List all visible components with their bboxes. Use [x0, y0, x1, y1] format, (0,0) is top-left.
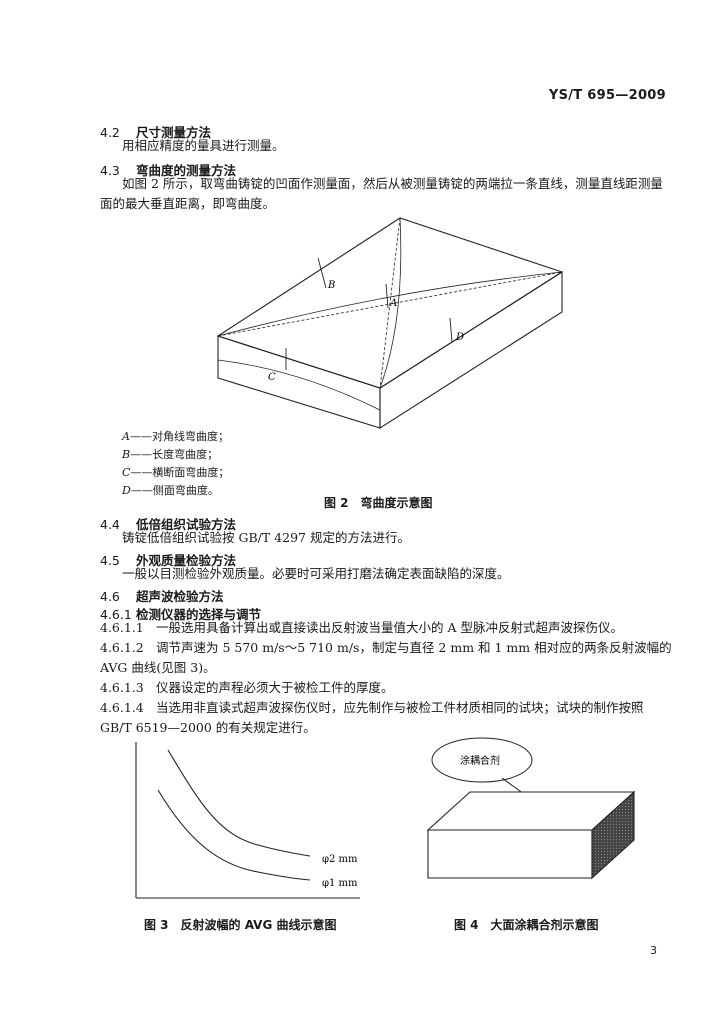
figure-2-ingot-diagram: B A D C: [216, 217, 564, 430]
block-front-face: [427, 829, 593, 879]
callout-text: 涂耦合剂: [460, 754, 500, 767]
section-title: 检测仪器的选择与调节: [136, 607, 262, 622]
label-d: D: [455, 332, 464, 343]
legend-item-d: D——侧面弯曲度。: [122, 484, 219, 497]
section-number: 4.3: [100, 163, 120, 178]
section-number: 4.6.1.4: [100, 700, 144, 715]
legend-item-c: C——横断面弯曲度；: [122, 466, 230, 479]
section-title: 弯曲度的测量方法: [136, 163, 237, 178]
section-4-6-1-heading: 4.6.1 检测仪器的选择与调节: [100, 604, 261, 623]
legend-item-a: A——对角线弯曲度；: [122, 430, 229, 443]
legend-item-b: B——长度弯曲度；: [122, 448, 219, 461]
section-4-3-body-line2: 面的最大垂直距离，即弯曲度。: [100, 196, 276, 211]
figure-3-avg-chart: φ2 mm φ1 mm: [135, 742, 360, 899]
figure-2-caption: 图 2 弯曲度示意图: [324, 496, 433, 510]
section-number: 4.6.1: [100, 607, 132, 622]
figure-4-caption: 图 4 大面涂耦合剂示意图: [454, 918, 599, 932]
label-b-top: B: [327, 280, 335, 291]
section-title: 低倍组织试验方法: [136, 517, 237, 532]
series-label-phi1: φ1 mm: [322, 878, 358, 889]
section-4-6-1-2-line2: AVG 曲线(见图 3)。: [100, 660, 216, 675]
section-number: 4.6: [100, 589, 120, 604]
curve-phi2: [167, 749, 311, 857]
curve-phi1: [157, 789, 311, 881]
section-4-4-body: 铸锭低倍组织试验按 GB/T 4297 规定的方法进行。: [122, 530, 410, 545]
label-a: A: [389, 298, 397, 309]
section-4-2-heading: 4.2 尺寸测量方法: [100, 122, 211, 141]
section-4-4-heading: 4.4 低倍组织试验方法: [100, 514, 236, 533]
standard-code: YS/T 695—2009: [548, 88, 666, 103]
section-title: 尺寸测量方法: [136, 125, 212, 140]
block-side-face: [591, 790, 635, 880]
section-number: 4.6.1.1: [100, 620, 144, 635]
section-number: 4.6.1.2: [100, 640, 144, 655]
section-title: 超声波检验方法: [136, 589, 224, 604]
section-4-5-body: 一般以目测检验外观质量。必要时可采用打磨法确定表面缺陷的深度。: [122, 566, 510, 581]
section-4-3-heading: 4.3 弯曲度的测量方法: [100, 160, 236, 179]
section-4-6-heading: 4.6 超声波检验方法: [100, 586, 224, 605]
section-4-3-body-line1: 如图 2 所示，取弯曲铸锭的凹面作测量面，然后从被测量铸锭的两端拉一条直线，测量…: [122, 176, 663, 191]
section-4-5-heading: 4.5 外观质量检验方法: [100, 550, 236, 569]
section-4-6-1-4-line2: GB/T 6519—2000 的有关规定进行。: [100, 720, 316, 735]
label-c: C: [268, 372, 276, 383]
section-number: 4.4: [100, 517, 120, 532]
section-number: 4.2: [100, 125, 120, 140]
section-4-2-body: 用相应精度的量具进行测量。: [122, 138, 285, 153]
page-number: 3: [650, 944, 657, 957]
series-label-phi2: φ2 mm: [322, 854, 358, 865]
callout-bubble: [431, 737, 533, 783]
figure-3-caption: 图 3 反射波幅的 AVG 曲线示意图: [144, 918, 337, 932]
section-number: 4.5: [100, 553, 120, 568]
section-number: 4.6.1.3: [100, 680, 144, 695]
figure-4-block-diagram: 涂耦合剂: [426, 737, 636, 880]
section-title: 外观质量检验方法: [136, 553, 237, 568]
